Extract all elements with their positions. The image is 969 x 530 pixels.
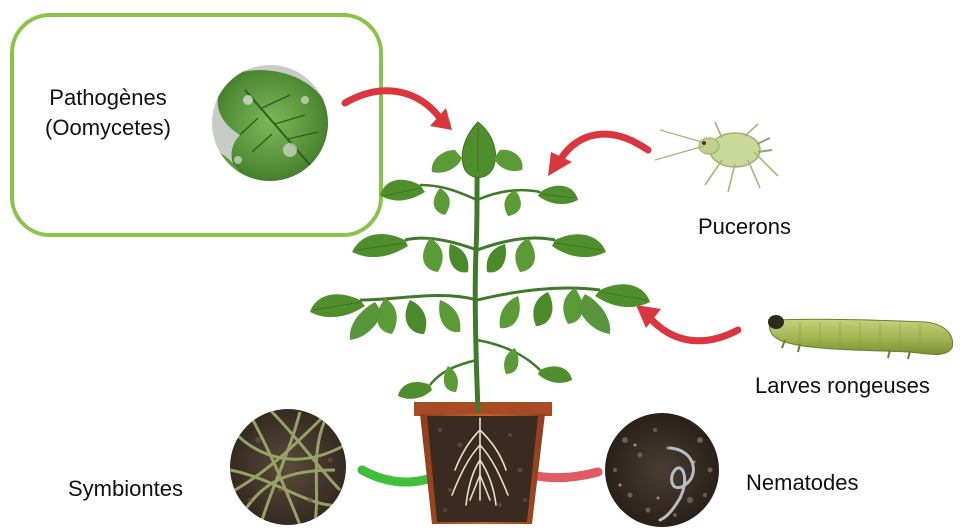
flower-pot-icon — [414, 402, 552, 524]
pathogenes-label-line1: Pathogènes — [28, 83, 188, 113]
pathogen-arrow — [345, 91, 452, 130]
fungal-hyphae-circle-icon — [230, 409, 346, 525]
nematode-soil-circle-icon — [605, 413, 719, 527]
tomato-plant-icon — [310, 122, 650, 410]
larva-arrow — [636, 305, 738, 341]
caterpillar-icon — [768, 315, 953, 359]
pathogenes-label-line2: (Oomycetes) — [28, 113, 188, 143]
aphid-arrow — [548, 134, 648, 176]
larves-label: Larves rongeuses — [755, 371, 930, 401]
aphid-icon — [655, 122, 778, 192]
symbiontes-label: Symbiontes — [68, 474, 183, 504]
pathogenes-label: Pathogènes (Oomycetes) — [28, 83, 188, 143]
leaf-disease-circle-icon — [212, 65, 340, 195]
pucerons-label: Pucerons — [698, 212, 791, 242]
nematodes-label: Nematodes — [746, 468, 859, 498]
